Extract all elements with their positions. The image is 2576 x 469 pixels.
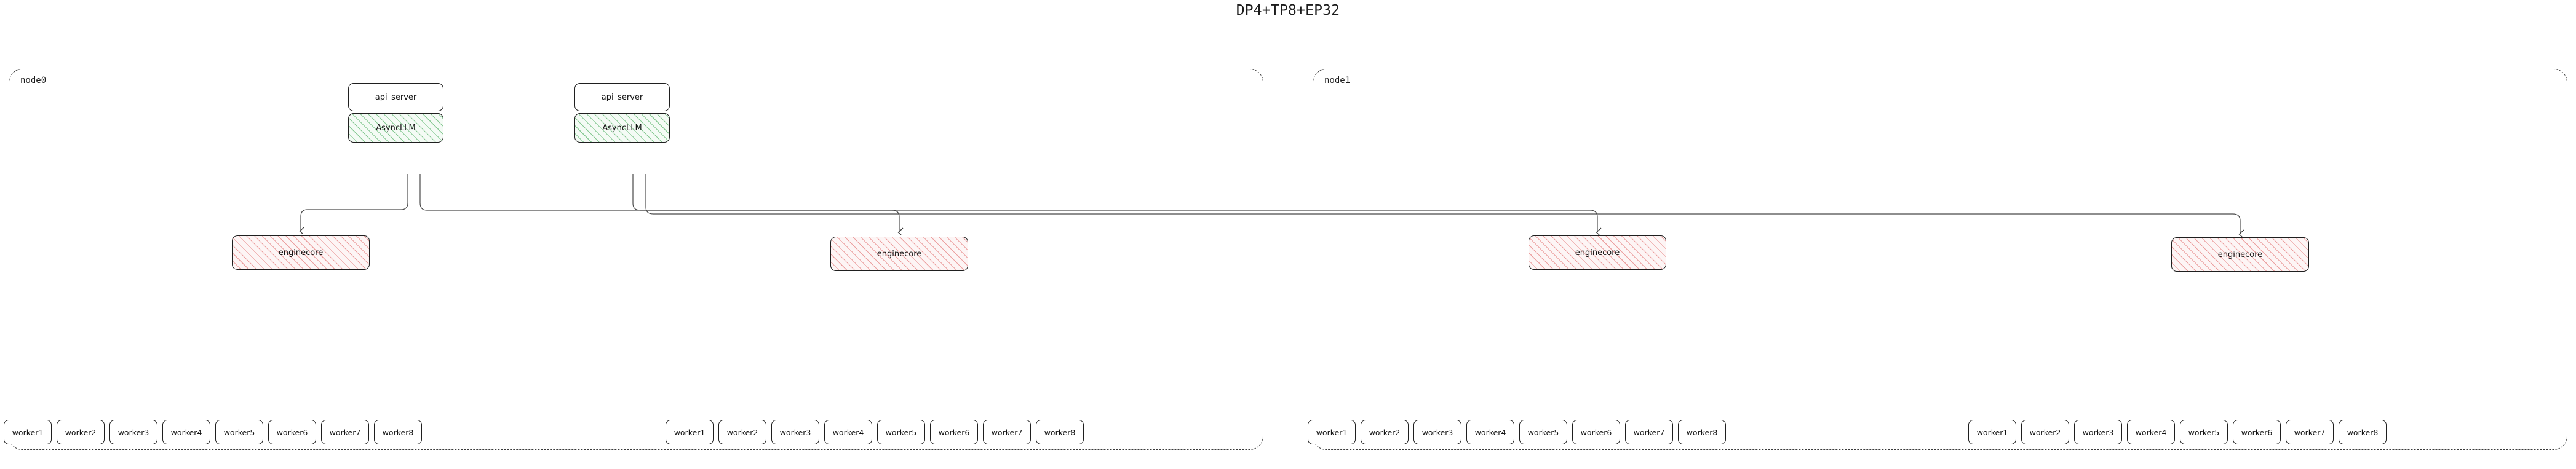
worker-label: worker1 [12,427,44,437]
node-cluster-node0: node0 [9,69,1263,450]
worker-box[interactable]: worker7 [321,420,369,444]
worker-box[interactable]: worker8 [2339,420,2387,444]
worker-label: worker7 [1633,427,1665,437]
worker-box[interactable]: worker5 [215,420,263,444]
worker-box[interactable]: worker5 [1519,420,1567,444]
worker-box[interactable]: worker2 [718,420,766,444]
api-server-box[interactable]: api_server [348,83,443,111]
worker-label: worker6 [938,427,970,437]
worker-label: worker3 [2082,427,2114,437]
worker-label: worker5 [1527,427,1559,437]
worker-label: worker3 [779,427,811,437]
worker-box[interactable]: worker2 [57,420,105,444]
worker-label: worker8 [382,427,414,437]
worker-label: worker7 [991,427,1023,437]
worker-label: worker7 [329,427,361,437]
api-server-box[interactable]: api_server [574,83,670,111]
worker-label: worker8 [2347,427,2379,437]
enginecore-label: enginecore [2217,250,2263,259]
enginecore-box[interactable]: enginecore [830,237,968,271]
worker-label: worker2 [65,427,97,437]
worker-box[interactable]: worker1 [666,420,714,444]
worker-label: worker4 [170,427,202,437]
worker-label: worker6 [2241,427,2273,437]
worker-label: worker3 [1421,427,1453,437]
worker-label: worker5 [885,427,917,437]
worker-box[interactable]: worker8 [1678,420,1726,444]
worker-label: worker4 [832,427,864,437]
worker-label: worker6 [1580,427,1612,437]
worker-box[interactable]: worker1 [1968,420,2016,444]
api-server-label: api_server [601,92,643,102]
worker-label: worker1 [674,427,706,437]
async-llm-box[interactable]: AsyncLLM [348,113,443,143]
worker-box[interactable]: worker8 [1036,420,1084,444]
node-cluster-node1: node1 [1313,69,2567,450]
api-server-label: api_server [375,92,417,102]
worker-label: worker5 [2188,427,2220,437]
enginecore-label: enginecore [278,248,324,258]
worker-box[interactable]: worker4 [2127,420,2175,444]
enginecore-label: enginecore [877,249,922,259]
worker-box[interactable]: worker4 [162,420,210,444]
worker-label: worker6 [276,427,308,437]
worker-box[interactable]: worker6 [2233,420,2281,444]
worker-box[interactable]: worker5 [877,420,925,444]
enginecore-box[interactable]: enginecore [2171,237,2309,272]
worker-label: worker3 [117,427,149,437]
worker-box[interactable]: worker2 [2021,420,2069,444]
async-llm-box[interactable]: AsyncLLM [574,113,670,143]
worker-box[interactable]: worker3 [771,420,819,444]
worker-box[interactable]: worker7 [983,420,1031,444]
worker-box[interactable]: worker8 [374,420,422,444]
worker-box[interactable]: worker3 [109,420,157,444]
worker-label: worker8 [1686,427,1718,437]
worker-box[interactable]: worker1 [4,420,52,444]
worker-box[interactable]: worker1 [1308,420,1356,444]
worker-box[interactable]: worker7 [2286,420,2334,444]
worker-box[interactable]: worker6 [930,420,978,444]
worker-label: worker4 [1474,427,1506,437]
worker-box[interactable]: worker3 [1413,420,1461,444]
worker-box[interactable]: worker2 [1361,420,1409,444]
async-llm-label: AsyncLLM [602,123,642,133]
enginecore-label: enginecore [1575,248,1620,258]
worker-box[interactable]: worker5 [2180,420,2228,444]
worker-box[interactable]: worker4 [1466,420,1514,444]
node-label-node1: node1 [1324,76,1351,85]
worker-box[interactable]: worker3 [2074,420,2122,444]
worker-box[interactable]: worker4 [824,420,872,444]
worker-label: worker7 [2294,427,2326,437]
enginecore-box[interactable]: enginecore [1529,235,1666,270]
worker-label: worker2 [1369,427,1401,437]
worker-box[interactable]: worker6 [1572,420,1620,444]
worker-box[interactable]: worker6 [268,420,316,444]
worker-label: worker1 [1316,427,1348,437]
page-title: DP4+TP8+EP32 [1236,2,1340,18]
worker-label: worker2 [2029,427,2061,437]
enginecore-box[interactable]: enginecore [232,235,370,270]
worker-label: worker8 [1044,427,1076,437]
node-label-node0: node0 [20,76,47,85]
worker-box[interactable]: worker7 [1625,420,1673,444]
worker-label: worker2 [726,427,758,437]
worker-label: worker5 [223,427,255,437]
worker-label: worker1 [1976,427,2008,437]
async-llm-label: AsyncLLM [376,123,416,133]
worker-label: worker4 [2135,427,2167,437]
